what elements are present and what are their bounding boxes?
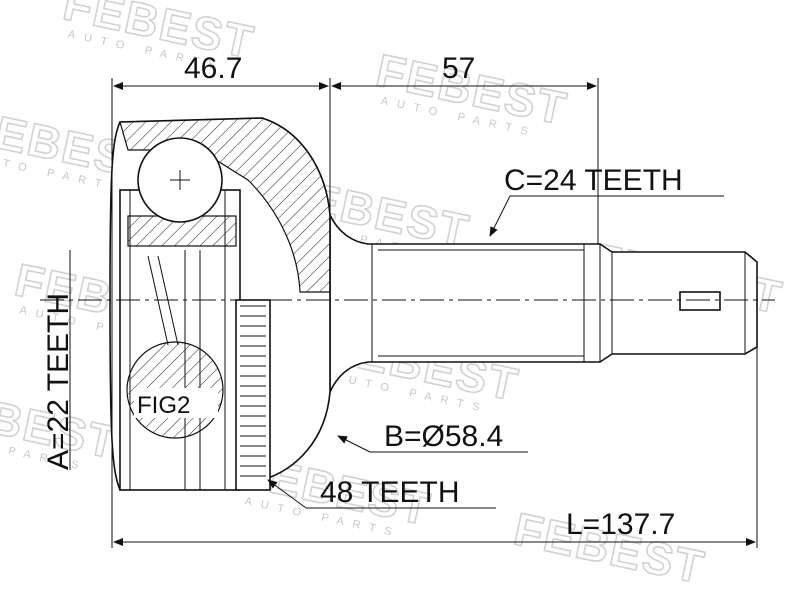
total-length-label: L=137.7 — [566, 508, 675, 541]
spline-c-label: C=24 TEETH — [504, 164, 683, 197]
spline-a-label: A=22 TEETH — [42, 293, 75, 470]
dimension-outer-body: 46.7 — [184, 52, 242, 85]
diameter-b-label: B=Ø58.4 — [384, 420, 503, 453]
shaft-keyway — [679, 291, 721, 311]
leader-abs-ring — [267, 479, 307, 509]
fig2-label: FIG2 — [137, 392, 190, 419]
fig2-label-bg — [134, 388, 218, 418]
dimension-layer: 46.7 57 C=24 TEETH A=22 TEETH B=Ø58.4 48… — [42, 52, 758, 548]
abs-teeth — [240, 305, 266, 477]
housing-section-hatch — [119, 117, 331, 293]
cv-joint-drawing: FIG2 — [40, 117, 775, 491]
abs-ring — [235, 299, 271, 491]
leader-spline-c — [489, 195, 511, 237]
abs-ring-label: 48 TEETH — [320, 476, 460, 509]
leader-diameter-b — [337, 435, 371, 453]
dimension-shaft: 57 — [442, 52, 475, 85]
